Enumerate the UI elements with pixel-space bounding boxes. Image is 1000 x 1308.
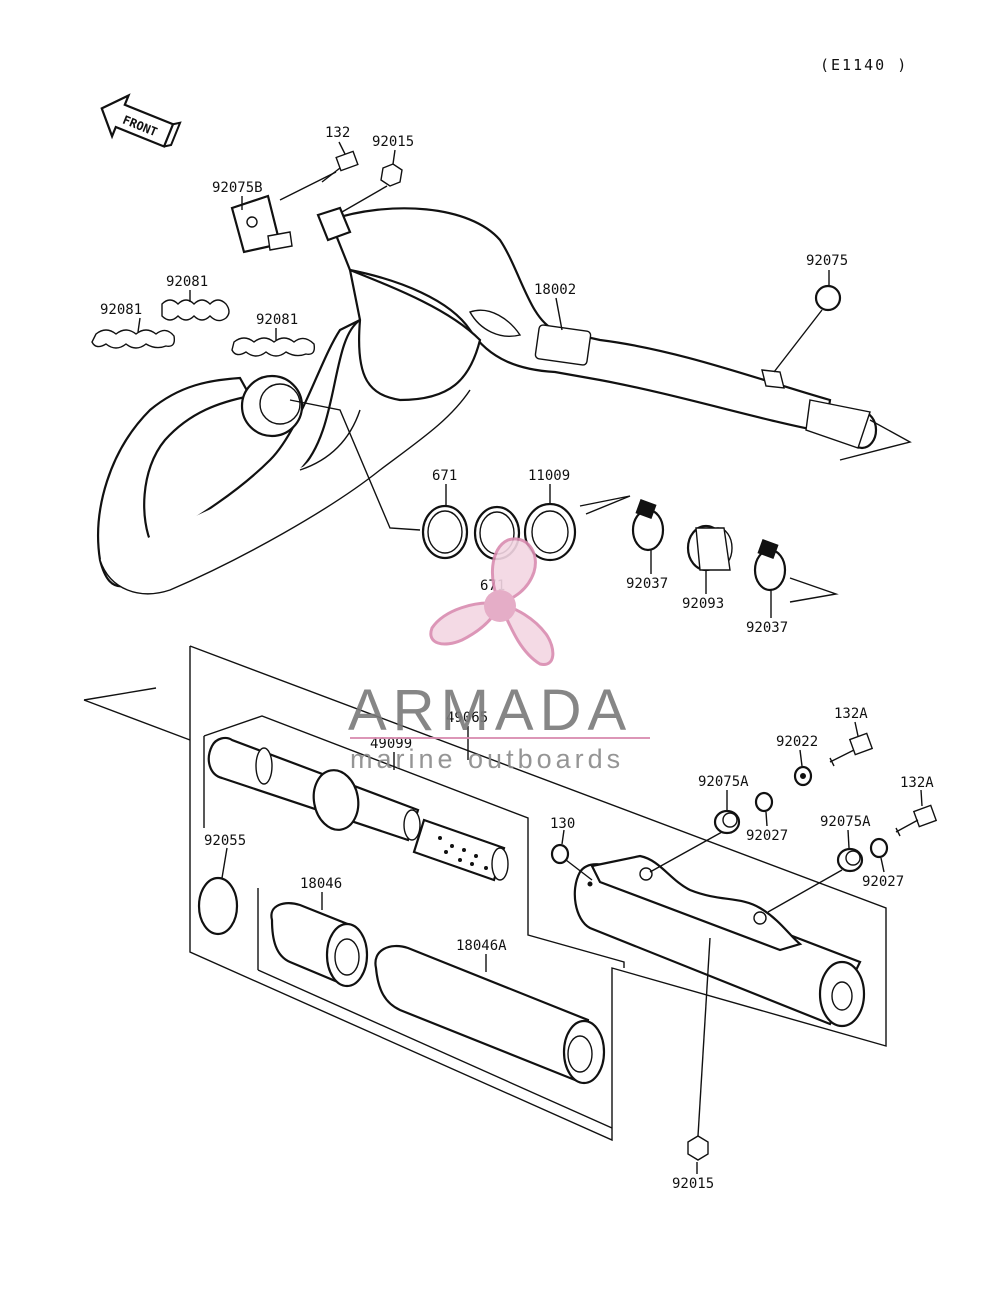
watermark-tagline: marine outboards bbox=[350, 744, 624, 774]
armada-watermark: ARMADA marine outboards bbox=[348, 537, 650, 774]
collar-92027-b bbox=[869, 837, 889, 859]
label-92081-c: 92081 bbox=[256, 312, 298, 328]
grommet-92075 bbox=[773, 284, 842, 373]
reference-code: (E1140 ) bbox=[820, 56, 908, 74]
label-92075: 92075 bbox=[806, 253, 848, 269]
label-92015-top: 92015 bbox=[372, 134, 414, 150]
label-132A-a: 132A bbox=[834, 706, 868, 722]
o-ring-671-a-inner bbox=[427, 510, 463, 554]
label-92037-a: 92037 bbox=[626, 576, 668, 592]
watermark-brand: ARMADA bbox=[348, 678, 632, 743]
front-arrow-icon: FRONT bbox=[100, 93, 182, 148]
bolt-132 bbox=[279, 150, 359, 201]
label-92037-b: 92037 bbox=[746, 620, 788, 636]
label-49099: 49099 bbox=[370, 736, 412, 752]
label-130: 130 bbox=[550, 816, 575, 832]
bolt-132A-a bbox=[829, 732, 874, 767]
washer-92022 bbox=[793, 765, 813, 787]
label-18002: 18002 bbox=[534, 282, 576, 298]
propeller-logo-icon bbox=[429, 537, 555, 666]
label-92027-a: 92027 bbox=[746, 828, 788, 844]
label-92075A-b: 92075A bbox=[820, 814, 871, 830]
clamp-92037-b bbox=[753, 539, 787, 592]
perforated-tube-49065 bbox=[412, 818, 509, 882]
label-92027-b: 92027 bbox=[862, 874, 904, 890]
label-92022: 92022 bbox=[776, 734, 818, 750]
silencer-body bbox=[573, 854, 866, 1028]
label-92081-b: 92081 bbox=[100, 302, 142, 318]
spring-92081-c bbox=[231, 337, 316, 357]
packing-18046 bbox=[270, 902, 369, 988]
label-49065: 49065 bbox=[446, 710, 488, 726]
label-92015-bottom: 92015 bbox=[672, 1176, 714, 1192]
label-11009: 11009 bbox=[528, 468, 570, 484]
label-18046A: 18046A bbox=[456, 938, 507, 954]
label-92075A-a: 92075A bbox=[698, 774, 749, 790]
nut-92015-bottom bbox=[687, 937, 711, 1161]
spring-92081-b bbox=[91, 329, 176, 349]
leader-lines bbox=[137, 141, 923, 1174]
grommet-92075A-b bbox=[767, 847, 864, 913]
ring-92055 bbox=[197, 876, 239, 936]
nut-92015-top bbox=[341, 163, 403, 213]
clamp-92037-a bbox=[631, 499, 665, 552]
bolt-130 bbox=[550, 843, 593, 881]
label-671-a: 671 bbox=[432, 468, 457, 484]
joint-92093 bbox=[686, 524, 733, 572]
inner-pipe-49099 bbox=[207, 736, 421, 842]
label-18046: 18046 bbox=[300, 876, 342, 892]
label-132: 132 bbox=[325, 125, 350, 141]
gasket-11009-inner bbox=[531, 510, 569, 554]
label-92081-a: 92081 bbox=[166, 274, 208, 290]
grommet-92075A-a bbox=[649, 809, 741, 873]
packing-18046A bbox=[374, 944, 606, 1085]
label-92093: 92093 bbox=[682, 596, 724, 612]
label-132A-b: 132A bbox=[900, 775, 934, 791]
bracket-92075B bbox=[230, 194, 293, 254]
label-92075B: 92075B bbox=[212, 180, 263, 196]
spring-92081-a bbox=[161, 299, 230, 322]
bolt-132A-b bbox=[895, 804, 938, 837]
label-92055: 92055 bbox=[204, 833, 246, 849]
expansion-chamber-18002 bbox=[97, 206, 878, 595]
collar-92027-a bbox=[754, 791, 774, 813]
